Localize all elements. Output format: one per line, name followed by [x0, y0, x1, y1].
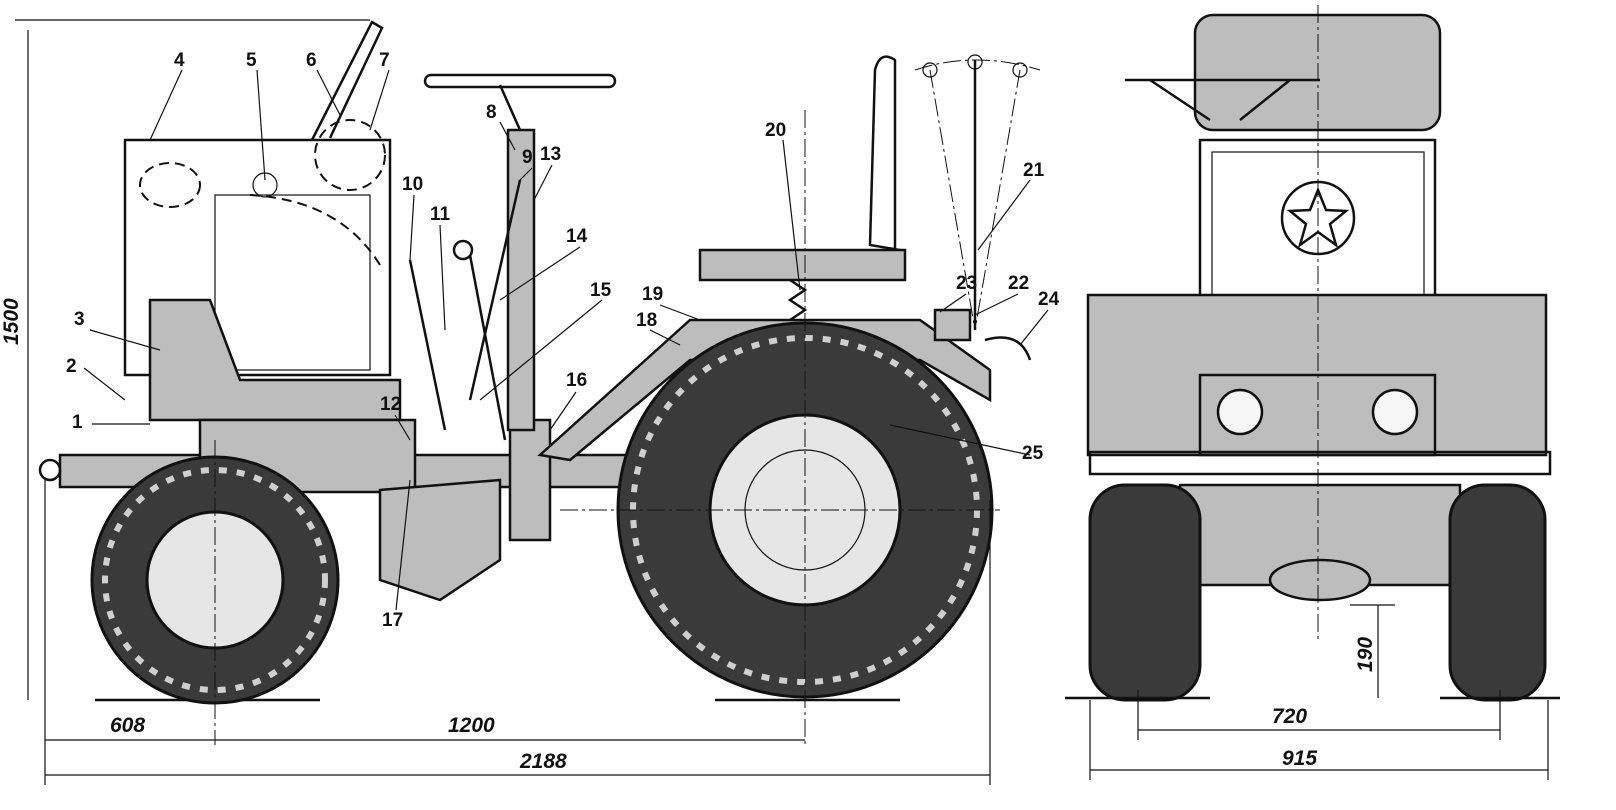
callout-25: 25 [1022, 443, 1044, 464]
lift-lever-position-b [974, 69, 1021, 331]
transmission [378, 478, 502, 602]
clutch-pedal [408, 259, 447, 431]
hydraulic-hose [984, 336, 1032, 361]
air-filter [139, 162, 201, 208]
front-bumper [1088, 450, 1552, 476]
front-view-tire-left [1088, 483, 1202, 702]
dimension-front-overhang: 608 [110, 714, 145, 737]
leader-lines [83, 69, 1049, 611]
callout-9: 9 [522, 147, 533, 168]
fuel-tank [214, 194, 371, 371]
callout-7: 7 [379, 50, 390, 71]
callout-17: 17 [382, 610, 403, 631]
callout-10: 10 [402, 174, 423, 195]
front-tire-tread [102, 467, 328, 693]
callout-1: 1 [72, 412, 83, 433]
callout-24: 24 [1038, 289, 1060, 310]
front-view-tire-right [1448, 483, 1547, 702]
tow-hook [38, 458, 62, 482]
lift-knob-b [1012, 62, 1028, 78]
headlight-right [1371, 388, 1419, 436]
callout-19: 19 [642, 284, 663, 305]
callout-4: 4 [174, 50, 185, 71]
hydraulic-valve [933, 308, 972, 342]
callout-11: 11 [430, 204, 451, 225]
engine-hood [123, 138, 392, 377]
engine-block [148, 298, 402, 422]
dimension-overall-height: 1500 [0, 298, 23, 345]
front-view: 720 915 190 [1065, 5, 1560, 780]
lift-lever-position-a [929, 69, 976, 331]
steering-wheel [423, 73, 617, 89]
callout-3: 3 [74, 309, 85, 330]
steering-spoke [498, 84, 522, 131]
callout-13: 13 [540, 144, 561, 165]
dimension-wheelbase: 1200 [448, 714, 495, 737]
gear-lever-knob [452, 239, 474, 261]
lift-arc [914, 59, 1041, 71]
callout-16: 16 [566, 370, 587, 391]
callout-20: 20 [765, 120, 786, 141]
dimension-overall-length: 2188 [519, 750, 567, 773]
lift-knob-a [922, 62, 938, 78]
callout-23: 23 [956, 273, 977, 294]
callout-18: 18 [636, 310, 657, 331]
callout-22: 22 [1008, 273, 1029, 294]
callout-8: 8 [486, 102, 497, 123]
gear-lever [468, 254, 507, 441]
fan [314, 119, 386, 191]
headlight-left [1216, 388, 1264, 436]
dimension-overall-width: 915 [1282, 747, 1317, 770]
callout-6: 6 [306, 50, 317, 71]
lift-knob [967, 54, 983, 70]
exhaust-pipe [310, 20, 384, 141]
dimension-track: 720 [1272, 705, 1307, 728]
seat-cushion [698, 248, 907, 282]
callout-15: 15 [590, 280, 612, 301]
callout-5: 5 [246, 50, 257, 71]
steering-wheel-front-view [1125, 78, 1320, 122]
side-view: 1500 608 1200 2188 1 2 3 4 5 6 7 8 9 10 … [0, 19, 1060, 785]
callout-21: 21 [1023, 160, 1045, 181]
callout-12: 12 [380, 394, 401, 415]
callout-14: 14 [566, 226, 588, 247]
drive-shaft-housing [508, 418, 552, 542]
dimension-ground-clearance: 190 [1354, 637, 1377, 672]
gearbox [198, 418, 417, 494]
callout-2: 2 [66, 356, 77, 377]
differential [1268, 558, 1372, 602]
fuel-tank-outline [249, 194, 381, 266]
throttle-lever [468, 179, 522, 401]
seat-spring [787, 278, 808, 322]
seat-back [705, 55, 902, 267]
